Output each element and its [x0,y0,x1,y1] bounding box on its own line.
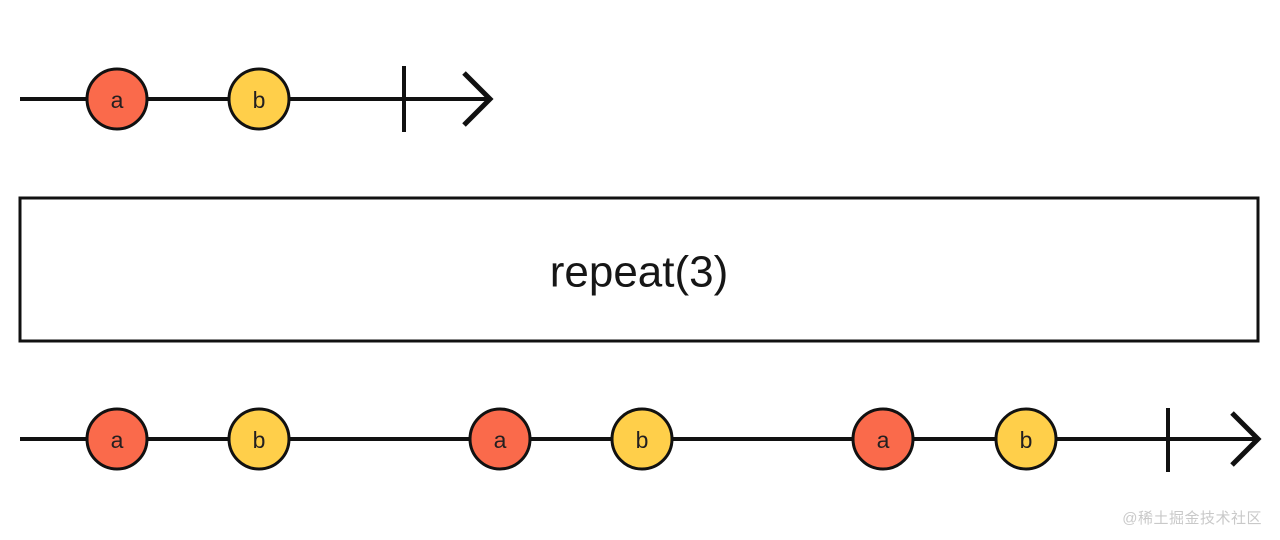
marble-label: b [636,427,649,453]
marble-b[interactable]: b [227,407,291,471]
marble-circle [85,67,149,131]
source-arrow-head-icon [462,71,494,127]
marble-b[interactable]: b [994,407,1058,471]
marble-label: a [877,427,890,453]
marble-b[interactable]: b [610,407,674,471]
marble-label: b [253,87,266,113]
marble-a[interactable]: a [851,407,915,471]
marble-circle [468,407,532,471]
marble-label: a [111,427,124,453]
marble-a[interactable]: a [85,67,149,131]
marble-label: a [494,427,507,453]
watermark: @稀土掘金技术社区 [1122,510,1262,527]
marble-circle [227,407,291,471]
marble-b[interactable]: b [227,67,291,131]
marble-label: a [111,87,124,113]
marble-label: b [253,427,266,453]
operator-label: repeat(3) [550,248,729,297]
marble-circle [85,407,149,471]
marble-a[interactable]: a [85,407,149,471]
operator-box [18,196,1260,343]
marble-circle [851,407,915,471]
marble-circle [227,67,291,131]
marble-a[interactable]: a [468,407,532,471]
marble-label: b [1020,427,1033,453]
marble-circle [994,407,1058,471]
operator-block: repeat(3) [18,196,1260,343]
marble-circle [610,407,674,471]
result-arrow-head-icon [1230,411,1262,467]
